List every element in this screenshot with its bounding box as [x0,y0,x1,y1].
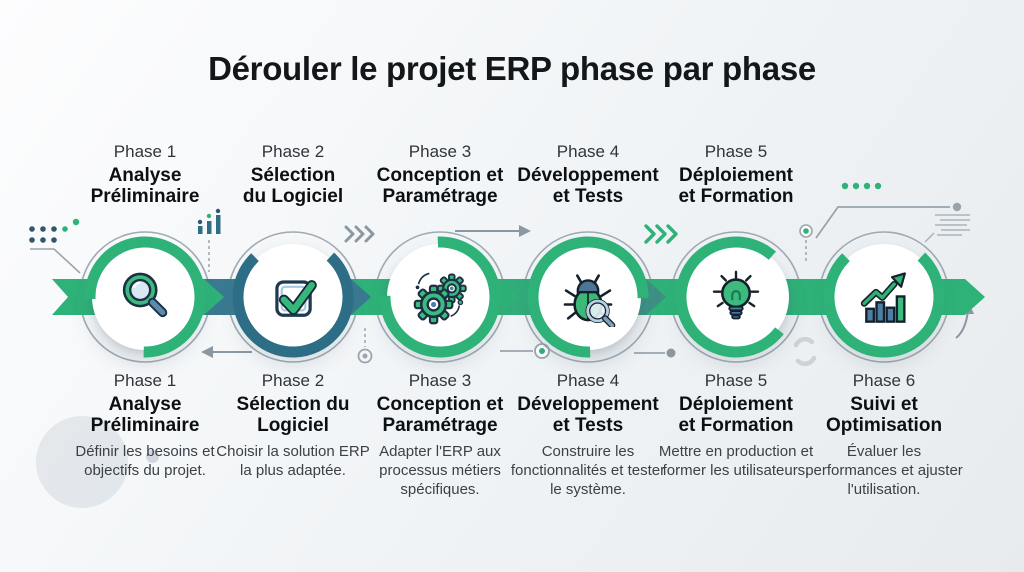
faint-background-dot [146,450,159,463]
phase-description: Construire les fonctionnalités et tester… [510,443,666,498]
gears-icon [410,267,470,327]
top-label-phase-2: Phase 2 Sélection du Logiciel [213,142,373,207]
phase-number: Phase 3 [408,142,472,161]
phase-description: Adapter l'ERP aux processus métiers spéc… [379,443,501,498]
phase-description: Mettre en production et former les utili… [658,443,814,479]
phase-1-node [70,222,220,372]
phase-title: Conception et Paramétrage [376,165,504,207]
phase-description: Évaluer les performances et ajuster l'ut… [805,443,963,498]
phase-number: Phase 5 [704,371,768,390]
bottom-label-phase-5: Phase 5 Déploiement et Formation Mettre … [652,371,820,480]
phase-title: Sélection du Logiciel [242,165,344,207]
phase-number: Phase 5 [704,142,768,161]
bottom-label-phase-3: Phase 3 Conception et Paramétrage Adapte… [356,371,524,499]
arc-ring [232,236,354,358]
top-label-phase-4: Phase 4 Développement et Tests [508,142,668,207]
page-title: Dérouler le projet ERP phase par phase [208,50,816,87]
phase-title: Conception et Paramétrage [376,394,504,436]
phase-2-node [218,222,368,372]
top-label-phase-5: Phase 5 Déploiement et Formation [656,142,816,207]
lightbulb-icon [706,267,766,327]
phase-number: Phase 1 [113,142,177,161]
phase-title: Analyse Préliminaire [90,165,200,207]
phase-description: Choisir la solution ERP la plus adaptée. [216,443,370,479]
phase-number: Phase 3 [408,371,472,390]
phase-title: Déploiement et Formation [678,394,794,436]
phase-number: Phase 4 [556,371,620,390]
phase-title: Suivi et Optimisation [825,394,943,436]
bottom-label-phase-1: Phase 1 Analyse Préliminaire Définir les… [61,371,229,480]
top-label-phase-1: Phase 1 Analyse Préliminaire [65,142,225,207]
phase-title: Analyse Préliminaire [90,394,200,436]
top-label-phase-3: Phase 3 Conception et Paramétrage [360,142,520,207]
bug-test-icon [558,267,618,329]
phase-4-node [513,222,663,372]
phase-5-node [661,222,811,372]
phase-number: Phase 1 [113,371,177,390]
phase-3-node [365,222,515,372]
phase-title: Développement et Tests [517,165,659,207]
arc-ring [823,236,945,358]
bottom-label-phase-4: Phase 4 Développement et Tests Construir… [504,371,672,499]
bottom-label-phase-6: Phase 6 Suivi et Optimisation Évaluer le… [800,371,968,499]
phase-6-node [809,222,959,372]
phase-number: Phase 6 [852,371,916,390]
magnifier-icon [115,267,175,327]
bottom-label-phase-2: Phase 2 Sélection du Logiciel Choisir la… [209,371,377,480]
phase-title: Sélection du Logiciel [236,394,350,436]
growth-chart-icon [854,267,914,327]
arc-ring [675,236,797,358]
phase-title: Développement et Tests [517,394,659,436]
phase-number: Phase 2 [261,371,325,390]
phase-number: Phase 4 [556,142,620,161]
phase-description: Définir les besoins et objectifs du proj… [75,443,215,479]
phase-number: Phase 2 [261,142,325,161]
faint-background-circle [36,416,128,508]
checkbox-icon [263,267,323,327]
phase-title: Déploiement et Formation [678,165,794,207]
